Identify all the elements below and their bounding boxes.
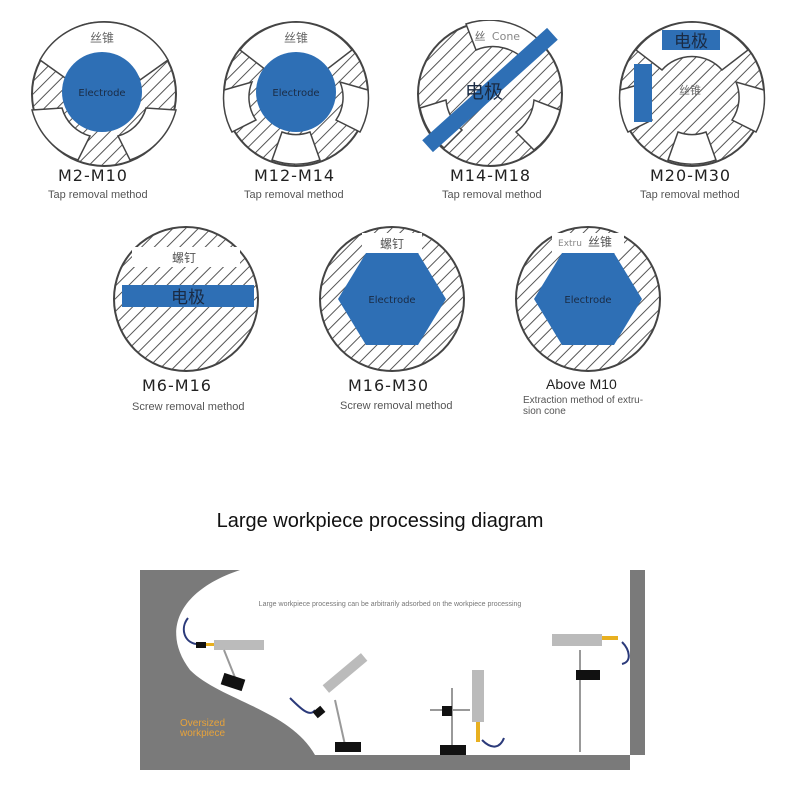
- electrode-shape: [534, 253, 642, 345]
- method-label: Tap removal method: [244, 189, 344, 201]
- method-label: Tap removal method: [48, 189, 148, 201]
- electrode-label: Electrode: [368, 295, 415, 306]
- range-label: M6-M16: [142, 376, 212, 395]
- hole-cross-section: Extru 丝锥 Electrode: [515, 226, 661, 372]
- range-label: M20-M30: [650, 166, 732, 185]
- tool-label-en: Cone: [492, 30, 520, 43]
- electrode-shape: [662, 30, 720, 50]
- electrode-shape: [422, 27, 558, 153]
- tile-m14-m18: 丝 Cone 电极 M14-M18 Tap removal method: [386, 20, 586, 240]
- method-label: Tap removal method: [640, 189, 740, 201]
- electrode-label: 电极: [465, 81, 503, 103]
- edm-unit-3: [430, 670, 505, 755]
- electrode-label: Electrode: [272, 88, 319, 99]
- tool-label-en: Extru: [558, 239, 582, 249]
- large-workpiece-diagram: Large workpiece processing can be arbitr…: [140, 570, 645, 770]
- range-label: M2-M10: [58, 166, 128, 185]
- tool-label: 丝锥: [588, 235, 612, 249]
- hole-cross-section: 螺钉 Electrode: [319, 226, 465, 372]
- tile-m6-m16: 螺钉 电极 M6-M16 Screw removal method: [82, 225, 282, 445]
- hole-cross-section: 丝锥 Electrode: [31, 21, 177, 167]
- tile-m12-m14: 丝锥 Electrode M12-M14 Tap removal method: [192, 20, 392, 240]
- electrode-shape: [62, 52, 142, 132]
- workpiece-body: [140, 570, 645, 770]
- hole-cross-section: 丝 Cone 电极: [417, 20, 563, 167]
- hole-cross-section: 螺钉 电极: [113, 226, 259, 372]
- tool-label: 螺钉: [172, 251, 196, 265]
- tool-label: 丝: [475, 30, 486, 43]
- range-label: M14-M18: [450, 166, 532, 185]
- big-diagram-note: Large workpiece processing can be arbitr…: [259, 601, 522, 608]
- tile-above-m10: Extru 丝锥 Electrode Above M10 Extraction …: [484, 225, 684, 445]
- electrode-shape: [338, 253, 446, 345]
- tool-label: 丝锥: [284, 31, 308, 45]
- range-label: Above M10: [546, 376, 617, 392]
- edm-unit-4: [552, 634, 630, 752]
- electrode-shape: [122, 285, 254, 307]
- electrode-label: 电极: [674, 32, 708, 52]
- edm-unit-2: [289, 653, 368, 752]
- big-diagram-title: Large workpiece processing diagram: [216, 510, 544, 532]
- tile-m2-m10: 丝锥 Electrode M2-M10 Tap removal method: [0, 20, 200, 240]
- oversized-label-1: Oversized: [180, 718, 225, 729]
- method-label: Extraction method of extru- sion cone: [523, 395, 643, 417]
- tool-label: 螺钉: [380, 237, 404, 251]
- tile-m16-m30: 螺钉 Electrode M16-M30 Screw removal metho…: [288, 225, 488, 445]
- method-label: Tap removal method: [442, 189, 542, 201]
- electrode-shape: [256, 52, 336, 132]
- tool-label: 丝锥: [90, 31, 114, 45]
- electrode-label: Electrode: [78, 88, 125, 99]
- tool-label: 丝锥: [679, 84, 701, 97]
- range-label: M12-M14: [254, 166, 336, 185]
- hole-cross-section: 电极 丝锥: [618, 21, 766, 167]
- method-label: Screw removal method: [132, 401, 245, 413]
- electrode-label: 电极: [171, 288, 205, 308]
- hole-cross-section: 丝锥 Electrode: [222, 21, 370, 167]
- tile-m20-m30: 电极 丝锥 M20-M30 Tap removal method: [588, 20, 788, 240]
- oversized-label-2: workpiece: [179, 728, 225, 739]
- method-label: Screw removal method: [340, 400, 453, 412]
- method-line-1: Extraction method of extru-: [523, 395, 644, 406]
- edm-unit-1: [182, 617, 264, 692]
- electrode-label: Electrode: [564, 295, 611, 306]
- range-label: M16-M30: [348, 376, 430, 395]
- electrode-shape-vertical: [634, 64, 652, 122]
- method-line-2: sion cone: [523, 406, 566, 417]
